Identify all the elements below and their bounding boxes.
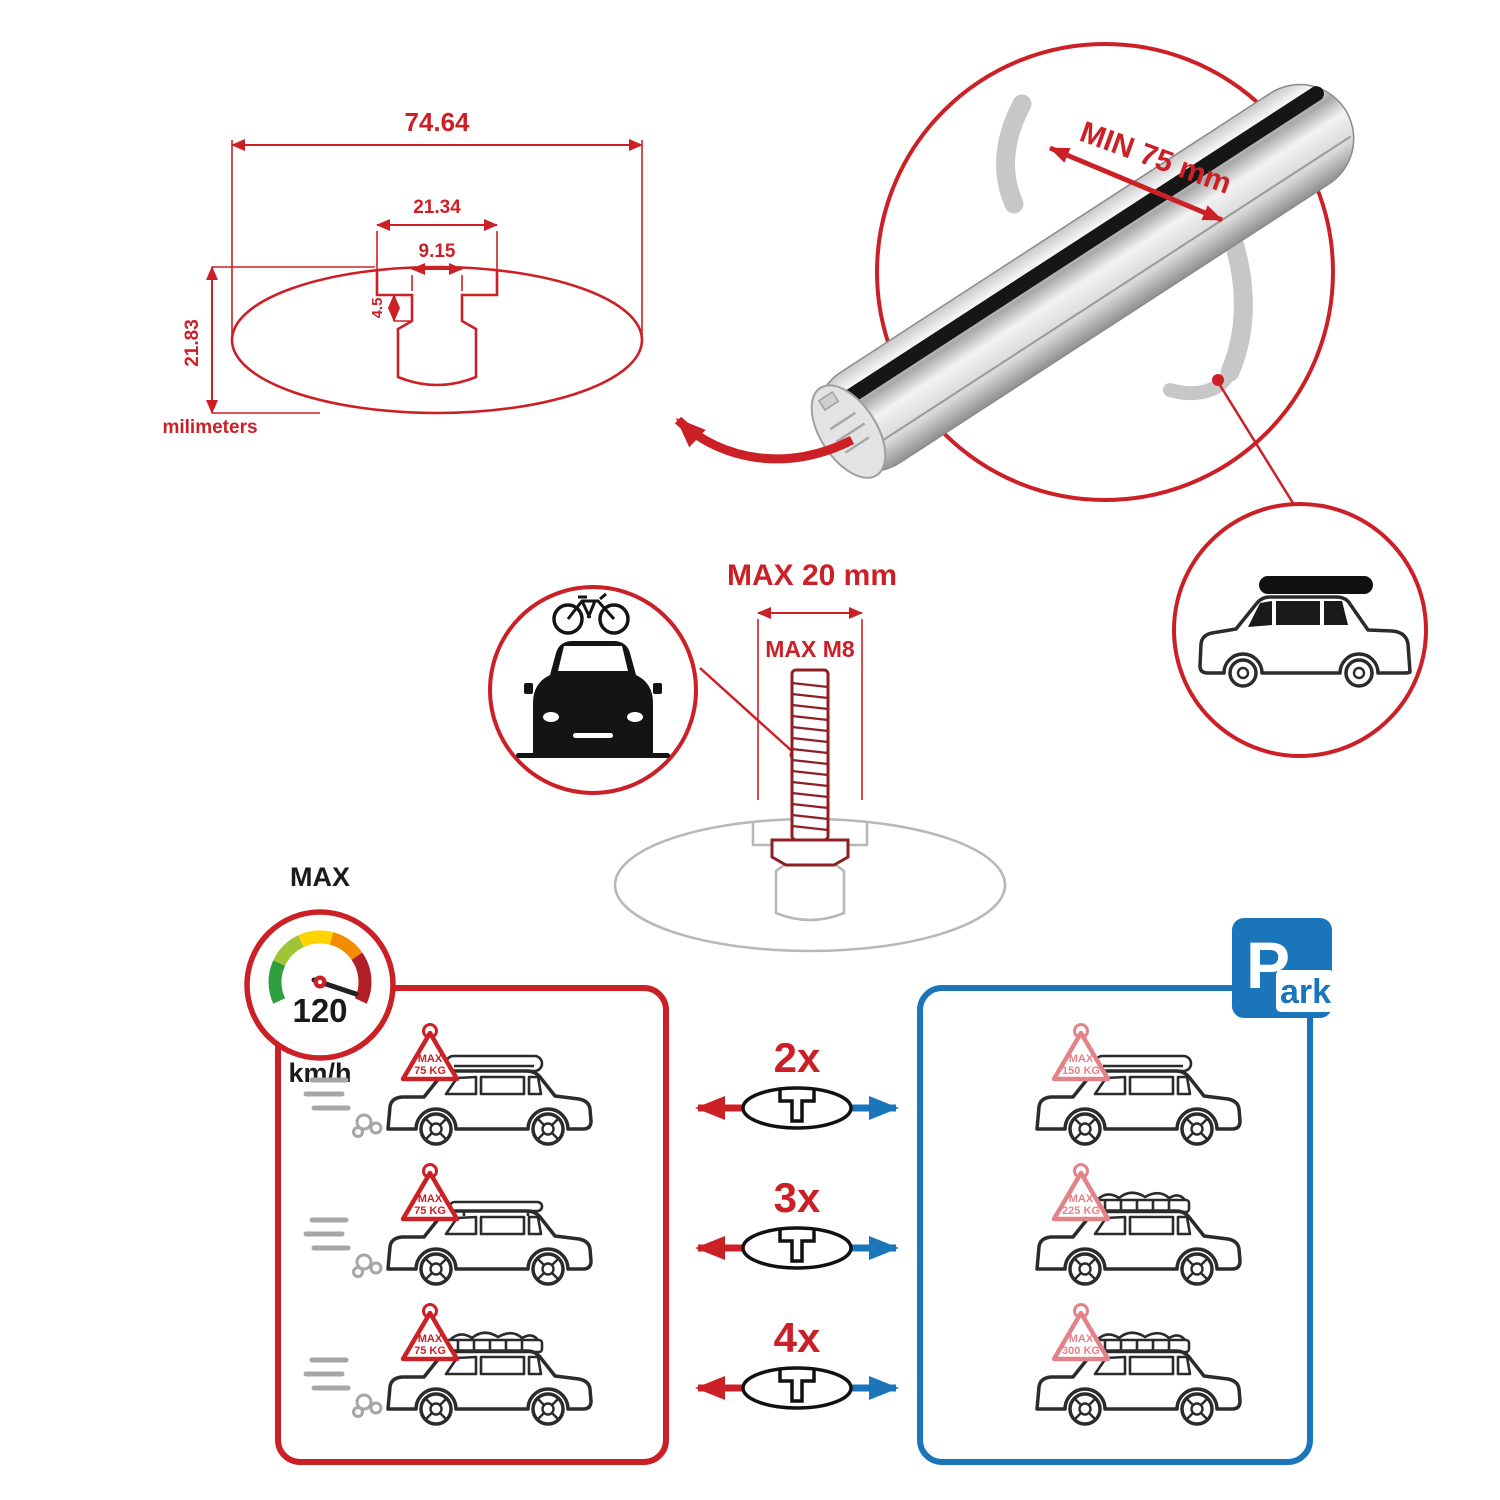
max-load-sign: MAX 75 KG xyxy=(403,1165,457,1220)
units-label: milimeters xyxy=(162,417,257,438)
suv-roofbox-icon xyxy=(1198,576,1412,688)
multiplier-row-3: 4x xyxy=(695,1314,899,1410)
gauge-unit: km/h xyxy=(288,1058,351,1088)
multiplier-label: 3x xyxy=(774,1174,821,1221)
multiplier-row-2: 3x xyxy=(695,1174,899,1270)
bar-cross-section-icon xyxy=(741,1366,853,1410)
dim-lip-height: 4.5 xyxy=(369,298,386,319)
sign-value: 225 KG xyxy=(1062,1205,1100,1217)
sign-value: 75 KG xyxy=(414,1065,446,1077)
bolt-max-width-label: MAX 20 mm xyxy=(727,559,897,592)
max-load-sign: MAX 300 KG xyxy=(1054,1305,1108,1360)
driving-car-row-2: MAX 75 KG xyxy=(306,1165,591,1285)
gauge-title: MAX xyxy=(290,862,350,892)
bolt-diagram: MAX 20 mm MAX M8 xyxy=(613,559,1007,953)
multiplier-row-1: 2x xyxy=(695,1034,899,1130)
dimension-diagram: 74.64 21.34 9.15 4.5 21.83 milimeters xyxy=(162,107,644,438)
bar-profile-oval xyxy=(230,265,644,415)
multiplier-label: 2x xyxy=(774,1034,821,1081)
sign-title: MAX xyxy=(418,1193,443,1205)
sign-value: 75 KG xyxy=(414,1205,446,1217)
sign-title: MAX xyxy=(1069,1193,1094,1205)
sign-value: 300 KG xyxy=(1062,1345,1100,1357)
multiplier-label: 4x xyxy=(774,1314,821,1361)
driving-car-row-3: MAX 75 KG xyxy=(306,1305,591,1425)
max-load-sign: MAX 150 KG xyxy=(1054,1025,1108,1080)
sign-title: MAX xyxy=(418,1333,443,1345)
sign-title: MAX xyxy=(1069,1053,1094,1065)
bar-cross-section-icon xyxy=(741,1226,853,1270)
gauge-value: 120 xyxy=(292,992,347,1029)
sign-title: MAX xyxy=(1069,1333,1094,1345)
sign-value: 150 KG xyxy=(1062,1065,1100,1077)
dim-profile-height: 21.83 xyxy=(182,319,203,367)
callout-arrow xyxy=(674,416,855,464)
dim-flange-width: 21.34 xyxy=(413,197,461,218)
parking-sign-suffix: ark xyxy=(1280,973,1331,1011)
bolt-thread-label: MAX M8 xyxy=(765,636,855,662)
bar-cross-section-icon xyxy=(741,1086,853,1130)
sign-title: MAX xyxy=(418,1053,443,1065)
max-load-sign: MAX 75 KG xyxy=(403,1025,457,1080)
connector-line-suv xyxy=(1216,381,1298,509)
driving-car-row-1: MAX 75 KG xyxy=(306,1025,591,1145)
parked-car-row-3: MAX 300 KG xyxy=(1037,1305,1240,1425)
dim-total-width: 74.64 xyxy=(404,107,470,137)
parked-car-row-1: MAX 150 KG xyxy=(1037,1025,1240,1145)
bicycle-icon xyxy=(566,592,616,620)
max-load-sign: MAX 225 KG xyxy=(1054,1165,1108,1220)
dim-slot-width: 9.15 xyxy=(419,241,456,262)
gauge-dial: 120 xyxy=(268,930,372,1029)
parked-car-row-2: MAX 225 KG xyxy=(1037,1165,1240,1285)
bar-profile-channel xyxy=(375,271,499,387)
max-load-sign: MAX 75 KG xyxy=(403,1305,457,1360)
connector-line-bolt xyxy=(699,667,794,753)
t-bolt-icon xyxy=(770,668,850,867)
strap-pointer-dot xyxy=(1212,374,1224,386)
sign-value: 75 KG xyxy=(414,1345,446,1357)
bike-car-icon xyxy=(516,592,670,758)
parking-sign: P ark xyxy=(1232,918,1334,1018)
